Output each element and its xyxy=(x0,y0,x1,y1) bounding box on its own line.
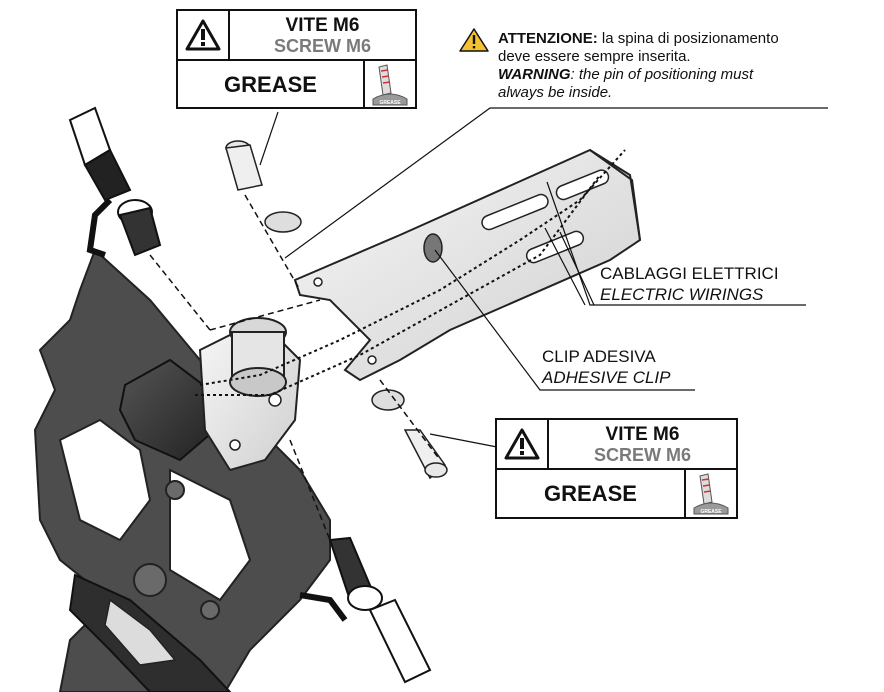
top-turn-signal xyxy=(68,106,162,258)
clip-label-italian: CLIP ADESIVA xyxy=(542,347,656,366)
grease-icon-text: GREASE xyxy=(700,509,722,515)
warning-triangle-icon xyxy=(185,19,221,51)
bottom-turn-signal xyxy=(299,536,432,684)
warning-text-english-1: : the pin of positioning must xyxy=(570,66,754,83)
screw-name-italian: VITE M6 xyxy=(605,424,680,445)
warning-label-italian: ATTENZIONE: xyxy=(498,30,598,47)
warning-icon-cell xyxy=(497,420,549,468)
bottom-screw xyxy=(371,389,448,480)
leader-lines xyxy=(259,107,828,448)
assembly-lines xyxy=(149,194,441,541)
screw-name-english: SCREW M6 xyxy=(593,445,691,465)
grease-label: GREASE xyxy=(224,72,317,97)
grease-icon-cell: GREASE xyxy=(684,470,736,518)
warning-text-italian-1: la spina di posizionamento xyxy=(597,30,779,47)
plate-holder-frame xyxy=(33,248,331,692)
warning-text-italian-2: deve essere sempre inserita. xyxy=(498,48,691,65)
wiring-label-english: ELECTRIC WIRINGS xyxy=(600,285,764,304)
warning-note: ATTENZIONE: la spina di posizionamento d… xyxy=(498,30,838,102)
spec-box-header-row: VITE M6 SCREW M6 xyxy=(178,11,415,61)
clip-label-english: ADHESIVE CLIP xyxy=(542,368,671,387)
warning-yellow-icon xyxy=(459,28,489,52)
warning-text-english-2: always be inside. xyxy=(498,84,613,101)
screw-name-english: SCREW M6 xyxy=(273,36,371,56)
clip-callout: CLIP ADESIVA ADHESIVE CLIP xyxy=(542,346,671,388)
warning-triangle-icon xyxy=(504,428,540,460)
electric-wirings xyxy=(195,149,626,396)
screw-spec-box-top: VITE M6 SCREW M6 GREASE GREASE xyxy=(176,9,417,109)
wiring-label-italian: CABLAGGI ELETTRICI xyxy=(600,264,779,283)
top-screw xyxy=(225,140,302,233)
warning-label-english: WARNING xyxy=(498,66,571,83)
screw-spec-box-bottom: VITE M6 SCREW M6 GREASE GREASE xyxy=(495,418,738,519)
grease-icon-cell: GREASE xyxy=(363,61,415,109)
spec-box-header-row: VITE M6 SCREW M6 xyxy=(497,420,736,470)
wiring-callout: CABLAGGI ELETTRICI ELECTRIC WIRINGS xyxy=(600,263,779,305)
grease-tube-icon: GREASE xyxy=(693,473,729,515)
grease-label: GREASE xyxy=(544,481,637,506)
warning-icon-cell xyxy=(178,11,230,59)
plate-light-housing xyxy=(118,358,217,462)
screw-name-italian: VITE M6 xyxy=(285,15,360,36)
warning-line-italian-1: ATTENZIONE: la spina di posizionamento xyxy=(498,30,838,48)
warning-line-english-1: WARNING: the pin of positioning must xyxy=(498,66,838,84)
lower-bracket-arm xyxy=(68,573,232,692)
grease-tube-icon: GREASE xyxy=(372,64,408,106)
grease-icon-text: GREASE xyxy=(379,100,401,106)
